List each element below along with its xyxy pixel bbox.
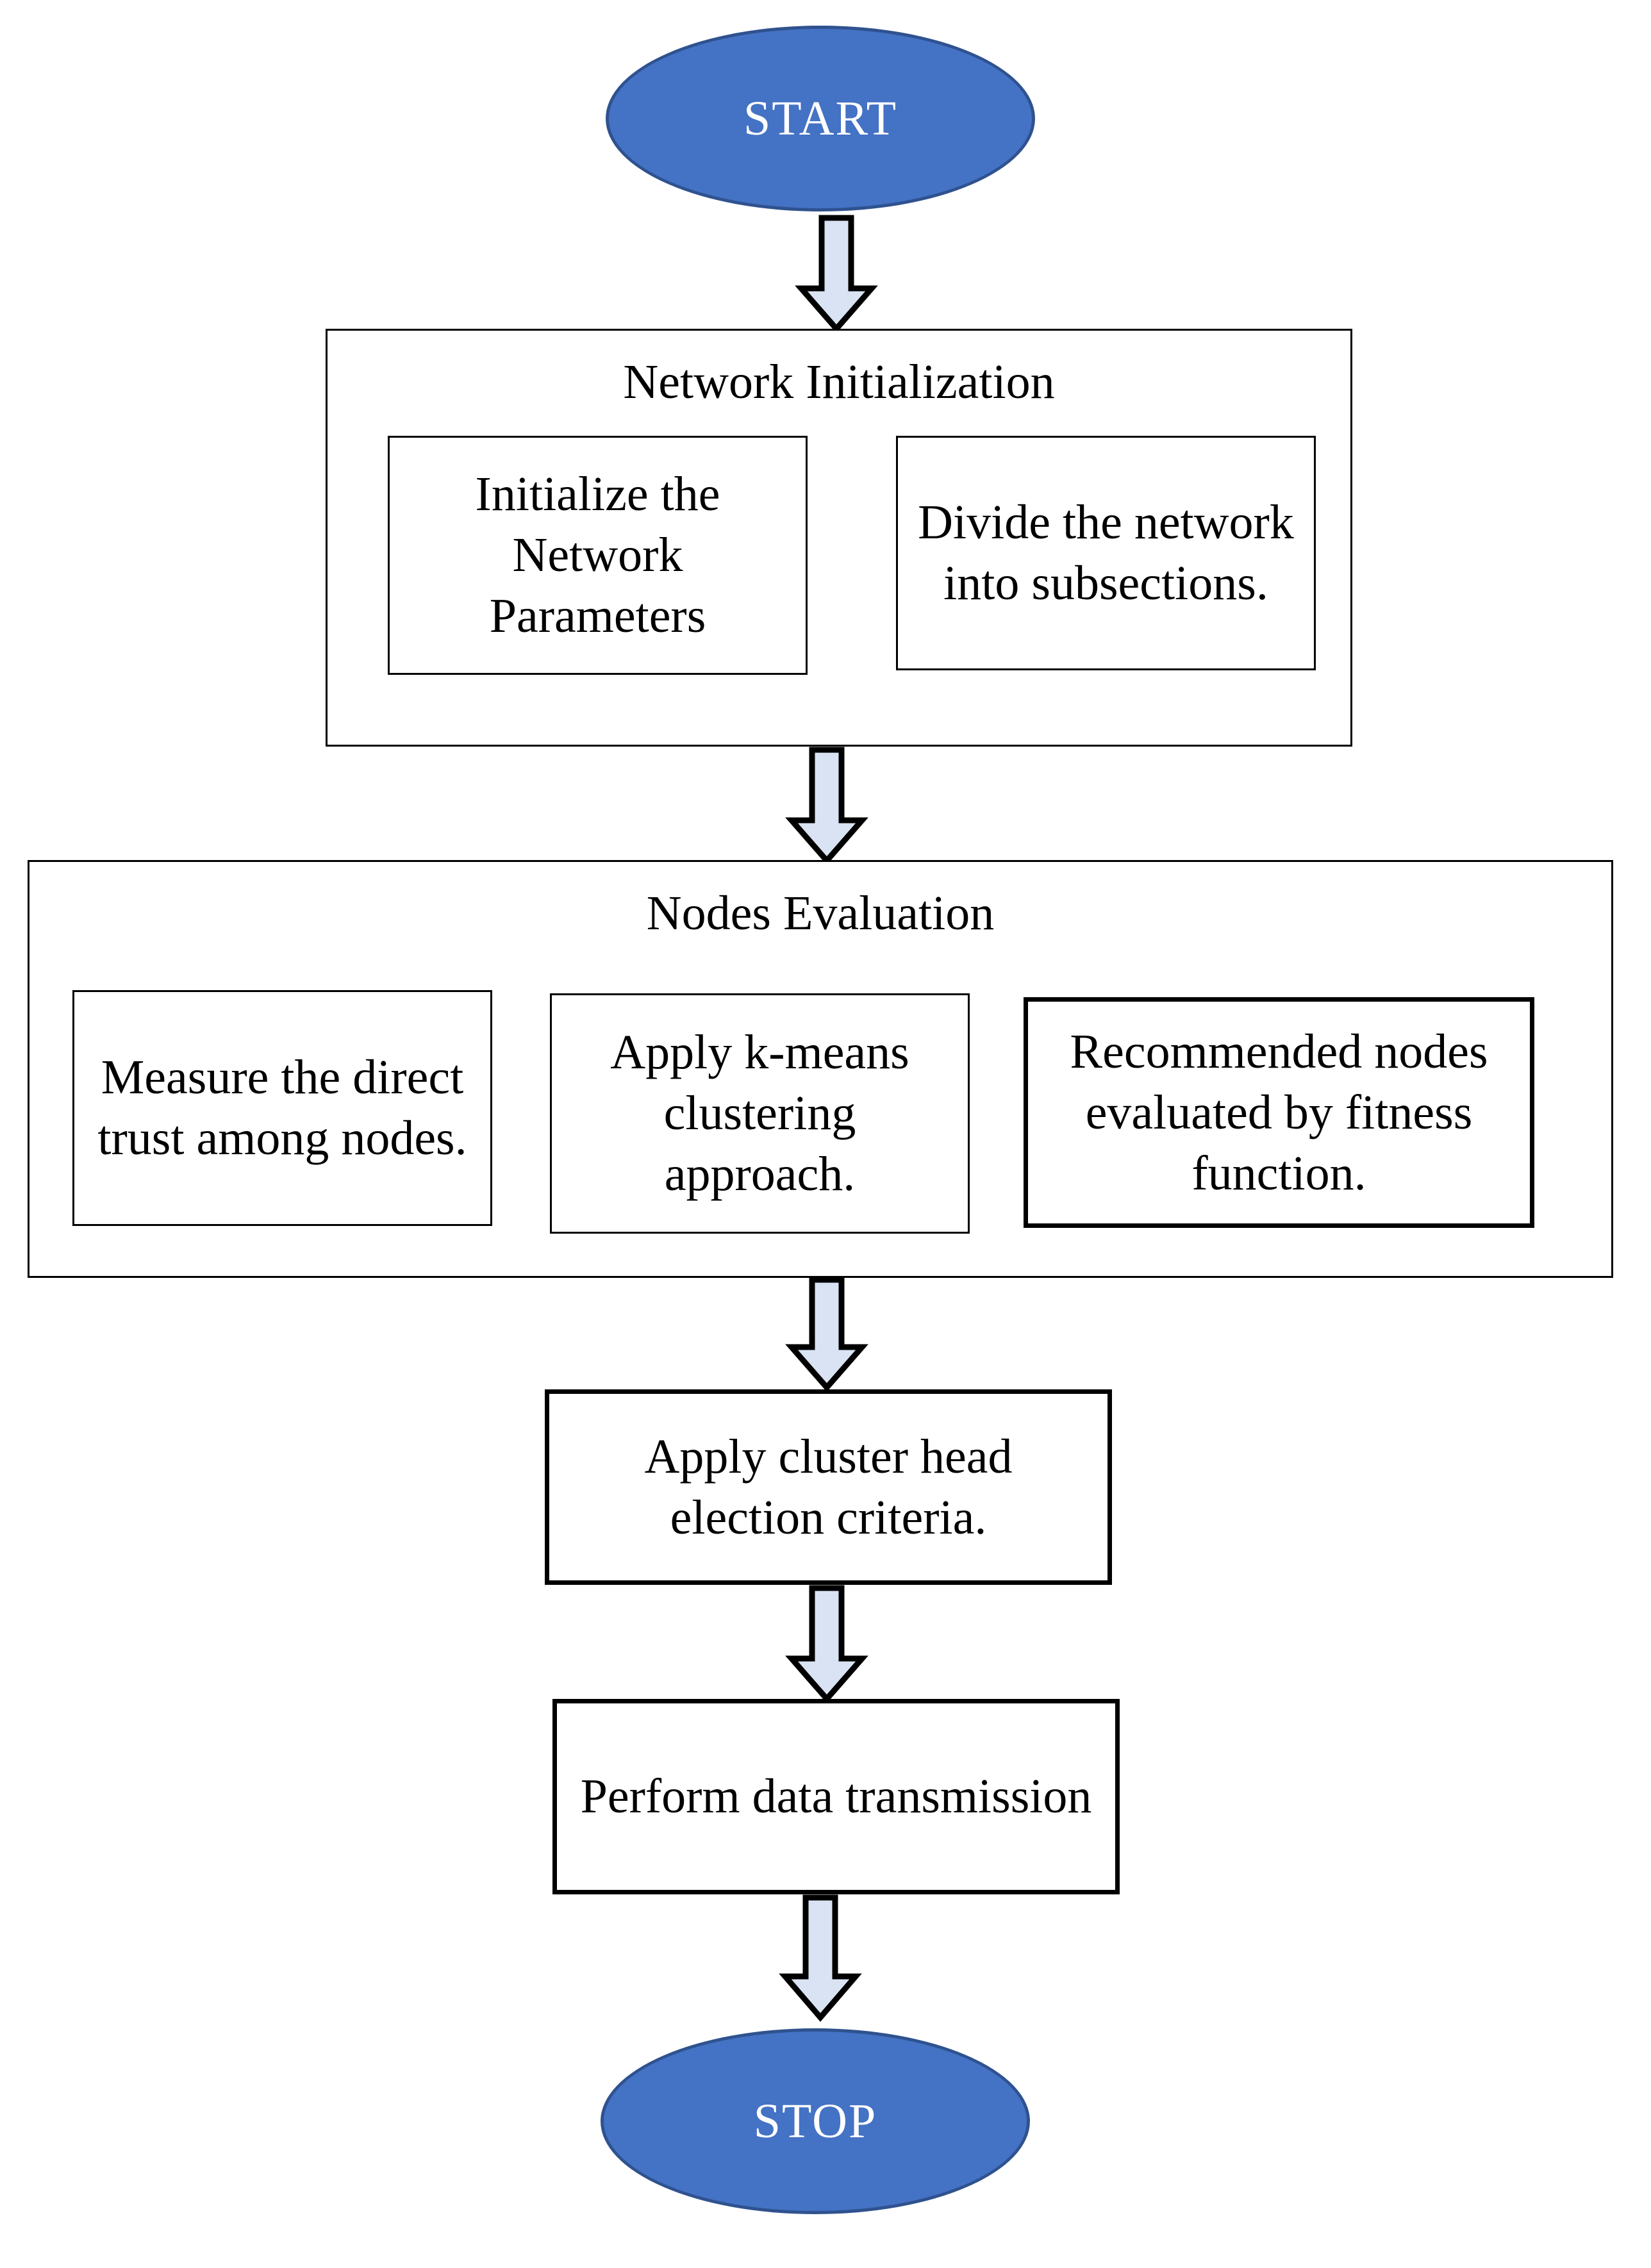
measure-trust-step: Measure the direct trust among nodes. [72, 990, 492, 1226]
initialize-parameters-step: Initialize the Network Parameters [388, 436, 808, 675]
flow-arrow-transmission-to-stop [779, 1894, 862, 2022]
start-terminal: START [606, 26, 1035, 211]
divide-network-step: Divide the network into subsections. [896, 436, 1316, 670]
flow-arrow-cluster-head-to-transmission [785, 1585, 868, 1703]
kmeans-clustering-step: Apply k-means clustering approach. [550, 993, 970, 1234]
initialize-parameters-text: Initialize the Network Parameters [475, 467, 720, 643]
flow-arrow-start-to-init [795, 215, 878, 333]
fitness-evaluation-text: Recommended nodes evaluated by fitness f… [1070, 1024, 1488, 1200]
measure-trust-text: Measure the direct trust among nodes. [97, 1050, 467, 1165]
divide-network-text: Divide the network into subsections. [918, 495, 1294, 610]
stop-label: STOP [753, 2094, 877, 2148]
kmeans-clustering-text: Apply k-means clustering approach. [610, 1025, 909, 1201]
fitness-evaluation-step: Recommended nodes evaluated by fitness f… [1024, 997, 1534, 1228]
start-label: START [743, 91, 898, 145]
network-initialization-title: Network Initialization [623, 355, 1055, 409]
nodes-evaluation-title: Nodes Evaluation [646, 886, 995, 940]
flow-arrow-evaluation-to-cluster-head [785, 1277, 868, 1392]
flow-arrow-init-to-evaluation [785, 747, 868, 865]
cluster-head-election-step: Apply cluster head election criteria. [545, 1389, 1112, 1585]
data-transmission-text: Perform data transmission [580, 1769, 1092, 1823]
data-transmission-step: Perform data transmission [552, 1699, 1120, 1894]
stop-terminal: STOP [601, 2028, 1030, 2214]
cluster-head-election-text: Apply cluster head election criteria. [644, 1429, 1013, 1544]
